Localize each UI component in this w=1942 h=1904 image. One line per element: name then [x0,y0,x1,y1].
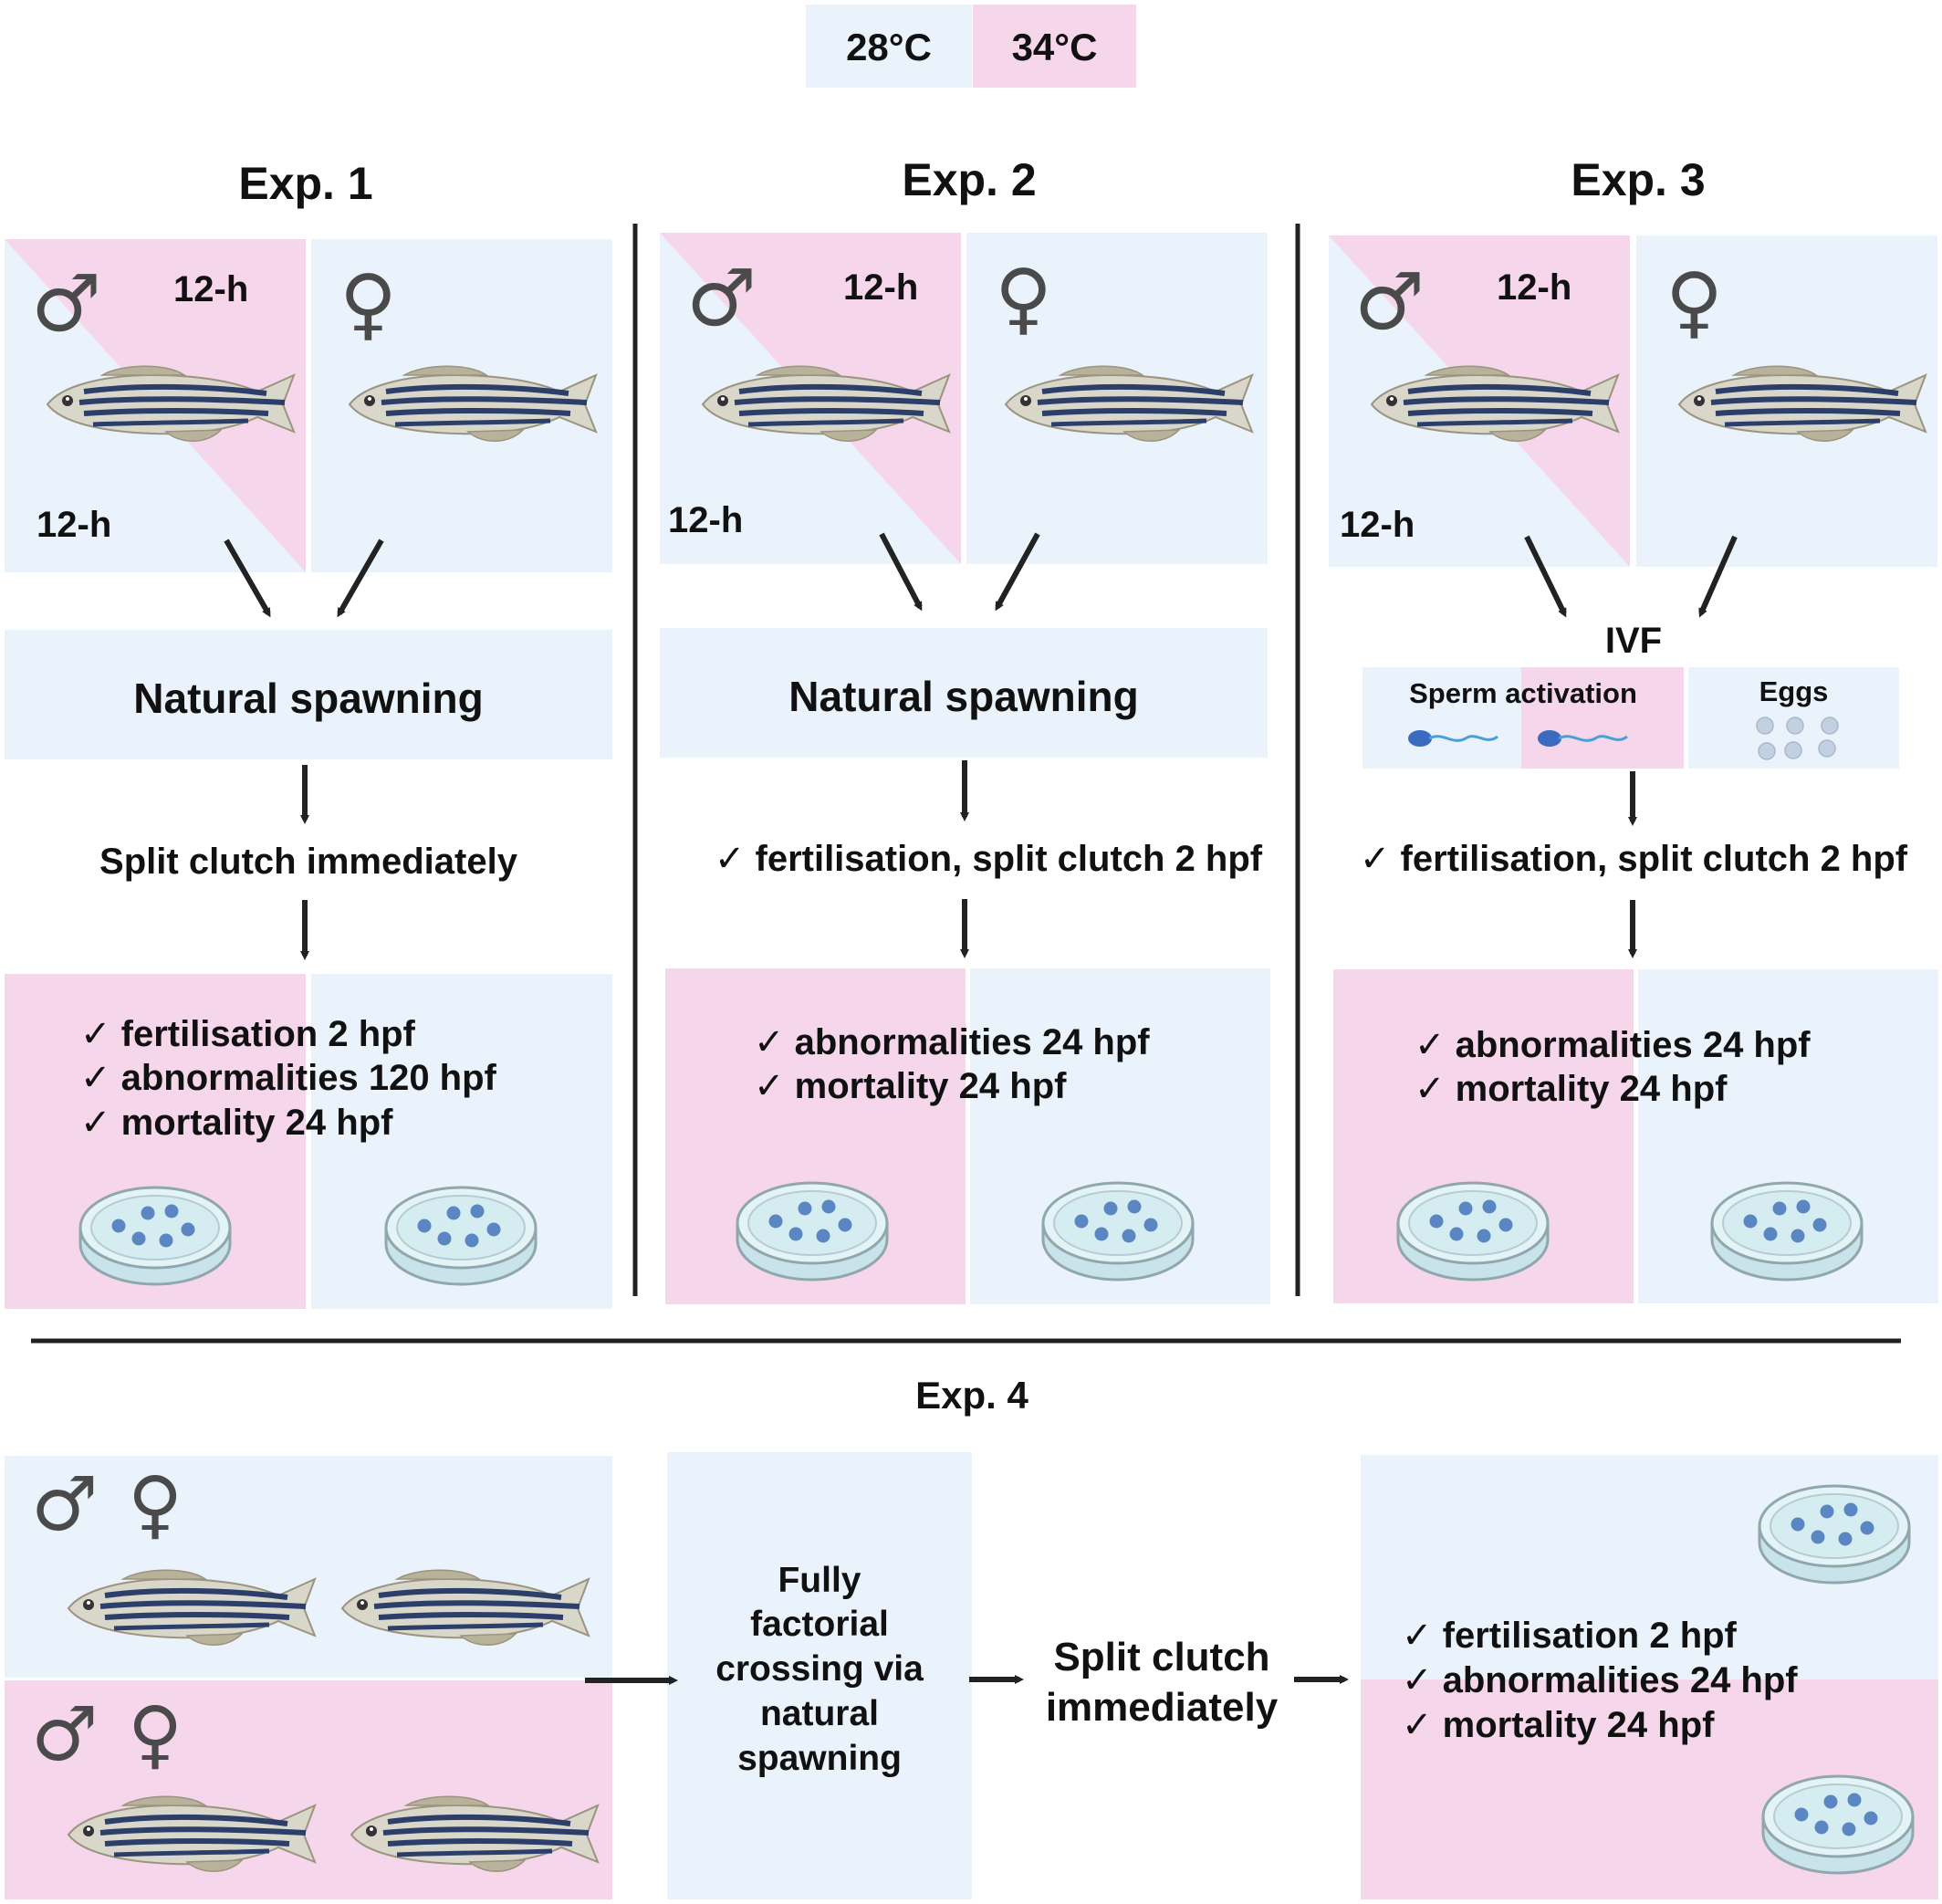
exp3-outcome-2: ✓ mortality 24 hpf [1415,1069,1728,1109]
exp4-outcome-2: ✓ abnormalities 24 hpf [1402,1660,1798,1700]
arrows [224,532,1738,1685]
legend-28c-label: 28°C [846,26,932,68]
exp2-process-box [660,628,1268,758]
exp3-warm-dish [1396,1181,1550,1282]
exp4-split-line-1: Split clutch [1053,1635,1270,1679]
exp3-eggs-label: Eggs [1759,675,1829,707]
exp1-process-box [5,630,612,759]
exp1-cool-dish [384,1186,538,1286]
exp1-outcome-2: ✓ abnormalities 120 hpf [80,1058,496,1098]
exp1-title: Exp. 1 [238,158,373,209]
exp4-warm-female-fish [351,1796,598,1871]
exp4-warm-female-icon: ♀ [128,1691,183,1778]
exp3-title: Exp. 3 [1571,154,1706,205]
exp2-outcome-1: ✓ abnormalities 24 hpf [754,1022,1150,1062]
exp1-outcome-1: ✓ fertilisation 2 hpf [80,1014,415,1054]
exp3-sperm-warm-box [1521,667,1684,769]
exp4-crossing-line-1: Fully [778,1561,861,1600]
exp3-phase-bottom: 12-h [1340,505,1415,545]
exp1-male-icon: ♂ [31,258,102,350]
exp4-crossing-line-2: factorial [750,1605,889,1644]
legend-34c-swatch [973,5,1136,88]
exp2-male-icon: ♂ [686,253,757,344]
exp1-female-icon: ♀ [339,258,397,350]
exp4-warm-male-icon: ♂ [31,1691,99,1778]
exp4-cool-dish [1758,1484,1911,1585]
exp2-title: Exp. 2 [902,154,1037,205]
exp3-female-fish [1679,366,1926,441]
exp1-outcome-3: ✓ mortality 24 hpf [80,1103,393,1143]
exp4-crossing-line-5: spawning [737,1739,902,1778]
exp4-cool-female-icon: ♀ [128,1461,183,1548]
exp3-sperm-cool-box [1363,667,1521,769]
exp4-outcome-1: ✓ fertilisation 2 hpf [1402,1616,1737,1656]
exp2-warm-dish [736,1181,889,1282]
exp4-cool-female-fish [342,1570,589,1645]
exp2-phase-top: 12-h [843,267,919,308]
exp4-title: Exp. 4 [915,1374,1028,1417]
exp3-outcome-1: ✓ abnormalities 24 hpf [1415,1025,1811,1065]
exp1-split-label: Split clutch immediately [99,842,517,882]
exp3-eggs [1756,717,1839,760]
exp4-outcome-3: ✓ mortality 24 hpf [1402,1705,1715,1745]
exp4-crossing-box [667,1452,972,1899]
exp4-split-line-2: immediately [1045,1685,1279,1730]
exp4-crossing-line-4: natural [759,1694,880,1733]
exp3-male-icon: ♂ [1354,256,1425,348]
exp2-split-label: ✓ fertilisation, split clutch 2 hpf [714,839,1263,879]
exp3-sperm-label: Sperm activation [1409,677,1637,709]
exp3-female-icon: ♀ [1665,256,1723,348]
exp4-crossing-line-3: crossing via [715,1649,924,1689]
exp3-sperm-cool [1406,728,1499,748]
exp4-cool-male-icon: ♂ [31,1461,99,1548]
exp2-cool-dish [1041,1181,1195,1282]
exp3-cool-dish [1710,1181,1864,1282]
exp1-process-label: Natural spawning [133,675,484,722]
exp3-split-label: ✓ fertilisation, split clutch 2 hpf [1359,839,1908,879]
exp2-outcome-2: ✓ mortality 24 hpf [754,1066,1067,1106]
exp2-process-label: Natural spawning [788,673,1139,720]
legend-28c-swatch [806,5,972,88]
exp4-cool-parents-panel [5,1456,612,1678]
legend-34c-label: 34°C [1011,26,1098,68]
exp1-phase-bottom: 12-h [37,505,112,545]
exp3-ivf-label: IVF [1604,621,1663,661]
exp1-warm-dish [78,1186,232,1286]
exp1-female-fish [350,366,596,441]
exp4-cool-male-fish [68,1570,315,1645]
exp1-phase-top: 12-h [173,269,249,309]
exp2-female-fish [1006,366,1252,441]
exp3-phase-top: 12-h [1497,267,1572,308]
exp3-sperm-warm [1536,728,1629,748]
exp4-warm-male-fish [68,1796,315,1871]
exp2-phase-bottom: 12-h [668,500,744,540]
exp4-warm-dish [1761,1774,1915,1875]
exp2-female-icon: ♀ [995,253,1052,344]
